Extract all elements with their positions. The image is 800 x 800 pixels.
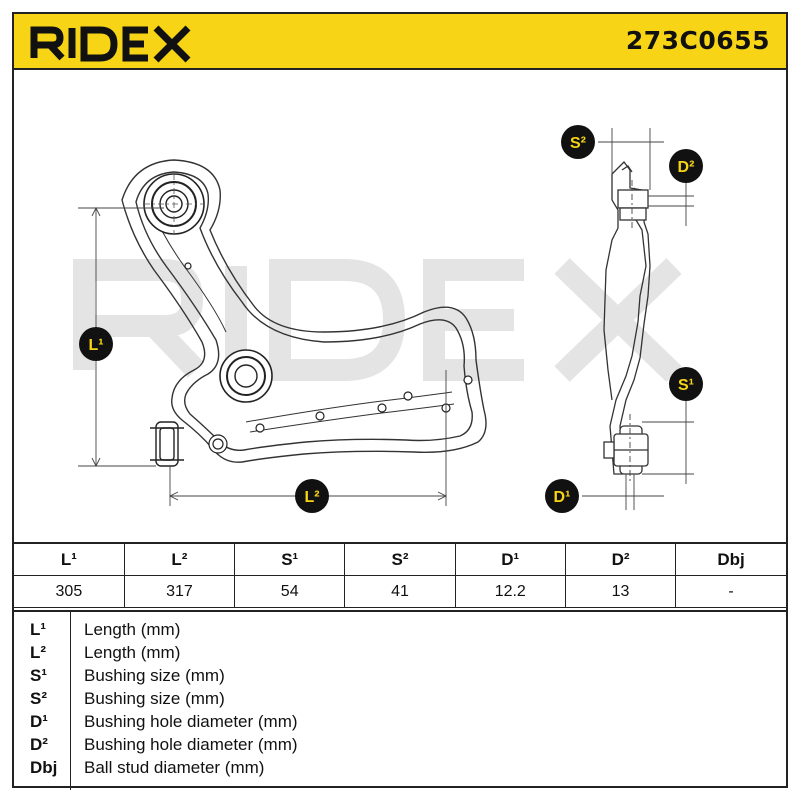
legend-divider xyxy=(70,612,71,790)
spec-value-d2: 13 xyxy=(564,575,677,608)
specifications-header-row: L¹ L² S¹ S² D¹ D² Dbj xyxy=(14,542,786,576)
upper-bushing xyxy=(143,173,205,235)
legend-item: S² Bushing size (mm) xyxy=(14,689,786,711)
spec-value-l1: 305 xyxy=(14,575,125,608)
spec-value-s1: 54 xyxy=(234,575,346,608)
spec-header-s2: S² xyxy=(344,542,456,576)
badge-d1: D¹ xyxy=(545,479,579,513)
legend: L¹ Length (mm) L² Length (mm) S¹ Bushing… xyxy=(14,610,786,790)
legend-description: Length (mm) xyxy=(84,643,181,662)
legend-item: Dbj Ball stud diameter (mm) xyxy=(14,758,786,780)
legend-item: S¹ Bushing size (mm) xyxy=(14,666,786,688)
legend-symbol: D² xyxy=(30,735,48,754)
spec-value-l2: 317 xyxy=(123,575,236,608)
badge-s2-label: S² xyxy=(570,135,586,152)
ball-joint xyxy=(150,421,184,467)
legend-item: D¹ Bushing hole diameter (mm) xyxy=(14,712,786,734)
technical-drawing: L¹ L² S² D² S¹ D¹ xyxy=(73,125,703,513)
badge-l1: L¹ xyxy=(79,327,113,361)
badge-d2-label: D² xyxy=(678,159,695,176)
legend-description: Bushing size (mm) xyxy=(84,689,225,708)
legend-symbol: L² xyxy=(30,643,47,662)
spec-header-dbj: Dbj xyxy=(675,542,786,576)
spec-header-l2: L² xyxy=(123,542,236,576)
spec-header-d1: D¹ xyxy=(454,542,566,576)
legend-symbol: S² xyxy=(30,689,47,708)
legend-symbol: D¹ xyxy=(30,712,48,731)
dimension-lines xyxy=(78,128,694,510)
specifications-table: L¹ L² S¹ S² D¹ D² Dbj 305 317 54 41 12.2… xyxy=(14,542,786,608)
legend-symbol: L¹ xyxy=(30,620,47,639)
ridex-logo xyxy=(30,25,191,63)
spec-header-s1: S¹ xyxy=(234,542,346,576)
part-number: 273C0655 xyxy=(625,26,770,55)
legend-item: L¹ Length (mm) xyxy=(14,620,786,642)
control-arm-side-view xyxy=(603,161,651,475)
badge-s1: S¹ xyxy=(669,367,703,401)
badge-l1-label: L¹ xyxy=(88,337,103,354)
header-bar: 273C0655 xyxy=(14,14,786,70)
spec-value-s2: 41 xyxy=(344,575,456,608)
legend-description: Bushing size (mm) xyxy=(84,666,225,685)
badge-s2: S² xyxy=(561,125,595,159)
badge-d1-label: D¹ xyxy=(554,489,571,506)
ridex-watermark xyxy=(73,258,682,382)
badge-l2-label: L² xyxy=(304,489,319,506)
legend-description: Bushing hole diameter (mm) xyxy=(84,712,298,731)
badge-s1-label: S¹ xyxy=(678,377,694,394)
legend-description: Length (mm) xyxy=(84,620,181,639)
spec-value-dbj: - xyxy=(675,575,786,608)
rear-bushing xyxy=(219,349,273,403)
legend-item: D² Bushing hole diameter (mm) xyxy=(14,735,786,757)
badge-d2: D² xyxy=(669,149,703,183)
spec-value-d1: 12.2 xyxy=(454,575,566,608)
badge-l2: L² xyxy=(295,479,329,513)
legend-item: L² Length (mm) xyxy=(14,643,786,665)
legend-description: Bushing hole diameter (mm) xyxy=(84,735,298,754)
legend-symbol: S¹ xyxy=(30,666,47,685)
legend-symbol: Dbj xyxy=(30,758,58,777)
legend-description: Ball stud diameter (mm) xyxy=(84,758,265,777)
specifications-value-row: 305 317 54 41 12.2 13 - xyxy=(14,575,786,608)
spec-header-l1: L¹ xyxy=(14,542,125,576)
spec-header-d2: D² xyxy=(564,542,677,576)
product-datasheet: 273C0655 xyxy=(12,12,788,790)
